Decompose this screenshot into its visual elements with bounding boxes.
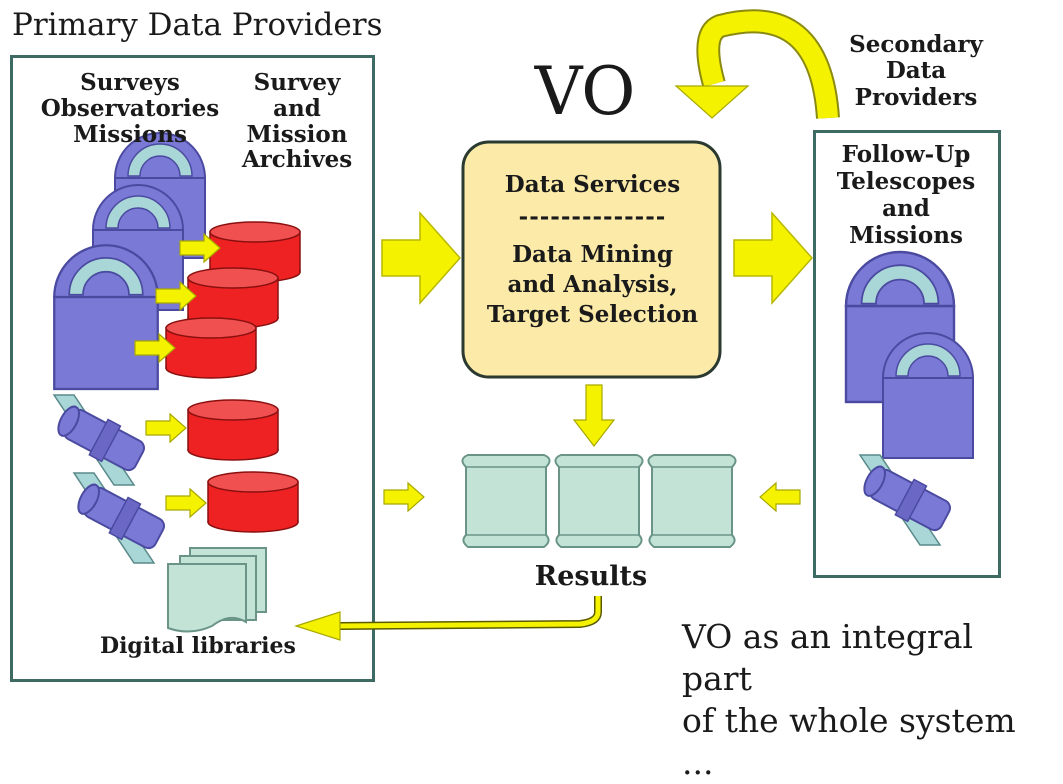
small-arrow-icon: [165, 488, 207, 518]
label-line: Missions: [849, 221, 963, 249]
label-line: Archives: [241, 146, 353, 174]
vo-box-text: Data Services -------------- Data Mining…: [466, 170, 719, 329]
label-line: Secondary: [849, 31, 983, 58]
primary-col1-label: Surveys Observatories Missions: [25, 70, 235, 147]
arrow-into-results-icon: [759, 482, 801, 512]
caption: VO as an integral part of the whole syst…: [682, 616, 1052, 784]
archive-icon: [187, 399, 279, 461]
caption-line: of the whole system ...: [682, 700, 1016, 782]
observatory-icon: [53, 244, 159, 391]
results-label: Results: [534, 561, 648, 592]
diagram-graphics: [51, 9, 974, 641]
data-services-label: Data Services: [504, 171, 681, 198]
satellite-icon: [71, 472, 170, 564]
primary-col2-label: Survey and Mission Archives: [232, 70, 362, 173]
label-line: Observatories: [40, 94, 220, 122]
observatory-icon: [882, 332, 974, 459]
label-line: Data: [885, 57, 947, 85]
vo-title: VO: [534, 53, 636, 130]
label-line: Providers: [854, 83, 978, 111]
followup-label: Follow-Up Telescopes and Missions: [820, 141, 992, 250]
archive-icon: [165, 317, 257, 379]
vo-system-diagram: Primary Data Providers Surveys Observato…: [10, 7, 1016, 782]
satellite-icon: [51, 394, 150, 486]
label-line: and Analysis,: [507, 270, 678, 298]
label-line: Telescopes: [836, 167, 976, 195]
label-line: and: [882, 194, 930, 222]
arrow-to-followup-icon: [733, 212, 813, 304]
label-line: Survey: [253, 69, 341, 96]
small-arrow-icon: [145, 413, 187, 443]
vo-divider: --------------: [518, 202, 667, 230]
result-scroll-icon: [554, 454, 644, 548]
digital-libraries-label: Digital libraries: [100, 633, 296, 659]
documents-icon: [167, 547, 267, 633]
label-line: Surveys: [80, 69, 180, 96]
arrow-into-results-icon: [383, 482, 425, 512]
caption-line: VO as an integral part: [682, 617, 974, 698]
curved-arrow-icon: [294, 596, 602, 641]
secondary-providers-title: Secondary Data Providers: [836, 31, 996, 111]
arrow-down-icon: [572, 384, 616, 447]
archive-icon: [207, 471, 299, 533]
label-line: Follow-Up: [841, 141, 971, 168]
primary-providers-frame: [10, 55, 375, 682]
followup-frame: [813, 130, 1001, 578]
label-line: Target Selection: [486, 300, 699, 328]
result-scroll-icon: [647, 454, 737, 548]
label-line: Mission: [246, 120, 348, 148]
satellite-icon: [857, 454, 956, 546]
primary-providers-title: Primary Data Providers: [12, 7, 383, 43]
curved-arrow-icon: [674, 9, 840, 119]
vo-box: [461, 140, 722, 379]
label-line: and: [273, 94, 321, 122]
label-line: Missions: [73, 120, 187, 148]
label-line: Data Mining: [512, 240, 673, 268]
result-scroll-icon: [461, 454, 551, 548]
arrow-into-vo-icon: [381, 212, 461, 304]
